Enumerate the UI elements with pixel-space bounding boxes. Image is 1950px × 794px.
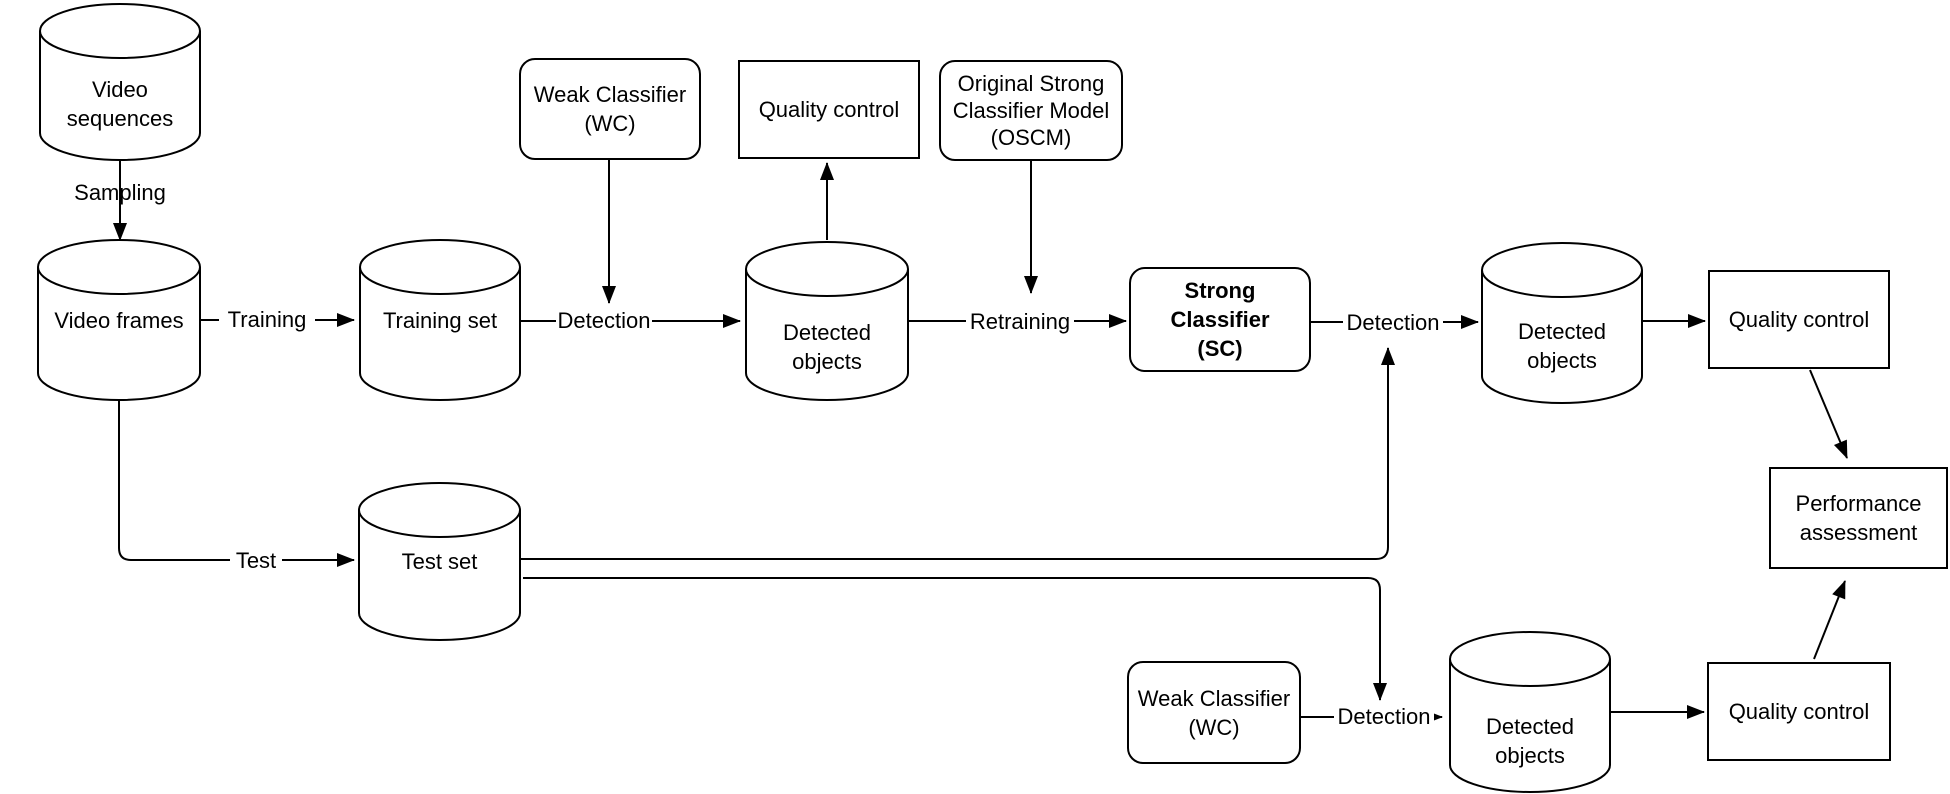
edge-test-set-to-sc-detection <box>520 347 1395 560</box>
node-detected-objects-sc-shape <box>1481 242 1643 404</box>
edge-quality-control-to-performance-sc <box>1809 369 1848 459</box>
node-quality-control-training-shape <box>738 60 920 159</box>
node-quality-control-sc-shape <box>1708 270 1890 369</box>
edge-video-frames-to-test <box>118 400 355 567</box>
node-shapes <box>37 3 1948 793</box>
edge-quality-control-to-performance-test <box>1813 580 1846 660</box>
connectors <box>113 159 1848 724</box>
node-detected-objects-test-shape <box>1449 631 1611 793</box>
node-quality-control-test-shape <box>1707 662 1891 761</box>
node-weak-classifier-top-shape <box>519 58 701 160</box>
node-video-frames-shape <box>37 239 201 401</box>
node-weak-classifier-test-shape <box>1127 661 1301 764</box>
node-strong-classifier-shape <box>1129 267 1311 372</box>
node-training-set-shape <box>359 239 521 401</box>
edge-test-set-to-wc-detection <box>523 577 1387 701</box>
node-detected-objects-training-shape <box>745 241 909 401</box>
node-video-sequences-shape <box>39 3 201 161</box>
node-test-set-shape <box>358 482 521 641</box>
node-performance-assessment-shape <box>1769 467 1948 569</box>
node-oscm-shape <box>939 60 1123 161</box>
